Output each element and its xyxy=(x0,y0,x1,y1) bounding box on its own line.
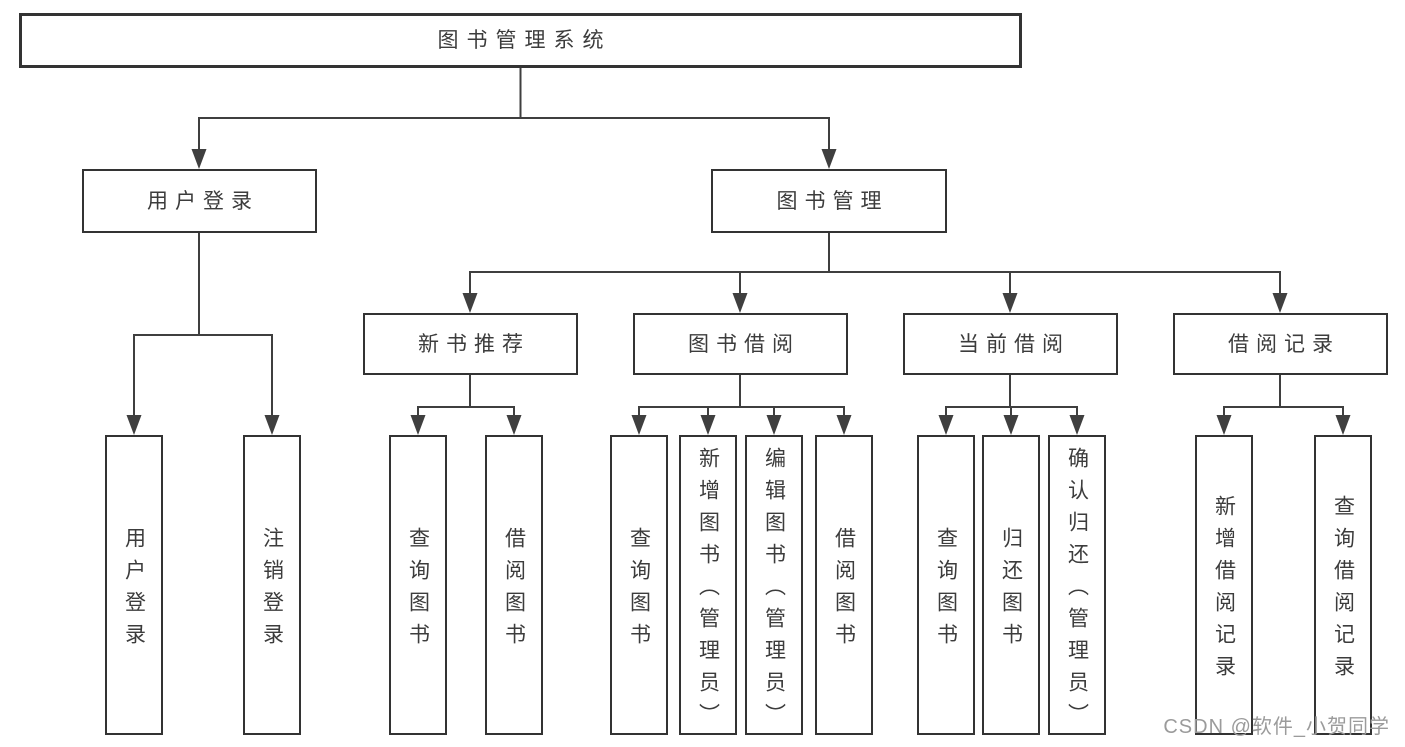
leaf-return-books: 归还图书 xyxy=(982,435,1040,735)
node-label: 编辑图书（管理员） xyxy=(762,446,786,735)
node-label: 查询图书 xyxy=(934,526,958,655)
node-library-management-system: 图书管理系统 xyxy=(19,13,1022,68)
leaf-query-borrow-record: 查询借阅记录 xyxy=(1314,435,1372,735)
leaf-edit-books-admin: 编辑图书（管理员） xyxy=(745,435,803,735)
node-label: 图书管理系统 xyxy=(437,29,612,52)
node-book-management: 图书管理 xyxy=(711,169,947,233)
leaf-add-books-admin: 新增图书（管理员） xyxy=(679,435,737,735)
leaf-query-books-current: 查询图书 xyxy=(917,435,975,735)
node-label: 当前借阅 xyxy=(958,332,1070,356)
node-label: 查询图书 xyxy=(627,526,651,655)
csdn-watermark: CSDN @软件_小贺同学 xyxy=(1163,716,1390,738)
node-label: 查询图书 xyxy=(406,526,430,655)
node-label: 确认归还（管理员） xyxy=(1065,446,1089,735)
node-book-borrowing: 图书借阅 xyxy=(633,313,848,375)
leaf-query-books-borrow: 查询图书 xyxy=(610,435,668,735)
node-label: 图书管理 xyxy=(776,189,889,213)
node-label: 用户登录 xyxy=(147,189,259,213)
leaf-user-login: 用户登录 xyxy=(105,435,163,735)
node-label: 图书借阅 xyxy=(688,332,800,356)
node-label: 归还图书 xyxy=(999,526,1023,655)
leaf-query-books-recommend: 查询图书 xyxy=(389,435,447,735)
leaf-add-borrow-record: 新增借阅记录 xyxy=(1195,435,1253,735)
node-label: 新书推荐 xyxy=(418,332,530,356)
node-label: 借阅图书 xyxy=(832,526,856,655)
node-borrowing-records: 借阅记录 xyxy=(1173,313,1388,375)
node-label: 新增借阅记录 xyxy=(1212,494,1236,687)
leaf-confirm-return-admin: 确认归还（管理员） xyxy=(1048,435,1106,735)
node-label: 借阅记录 xyxy=(1228,332,1340,356)
node-label: 用户登录 xyxy=(122,526,146,655)
node-label: 查询借阅记录 xyxy=(1331,494,1355,687)
leaf-borrow-books-recommend: 借阅图书 xyxy=(485,435,543,735)
node-current-borrowing: 当前借阅 xyxy=(903,313,1118,375)
node-user-login: 用户登录 xyxy=(82,169,317,233)
node-new-book-recommendation: 新书推荐 xyxy=(363,313,578,375)
leaf-logout-login: 注销登录 xyxy=(243,435,301,735)
node-label: 借阅图书 xyxy=(502,526,526,655)
node-label: 新增图书（管理员） xyxy=(696,446,720,735)
leaf-borrow-books: 借阅图书 xyxy=(815,435,873,735)
node-label: 注销登录 xyxy=(260,526,284,655)
